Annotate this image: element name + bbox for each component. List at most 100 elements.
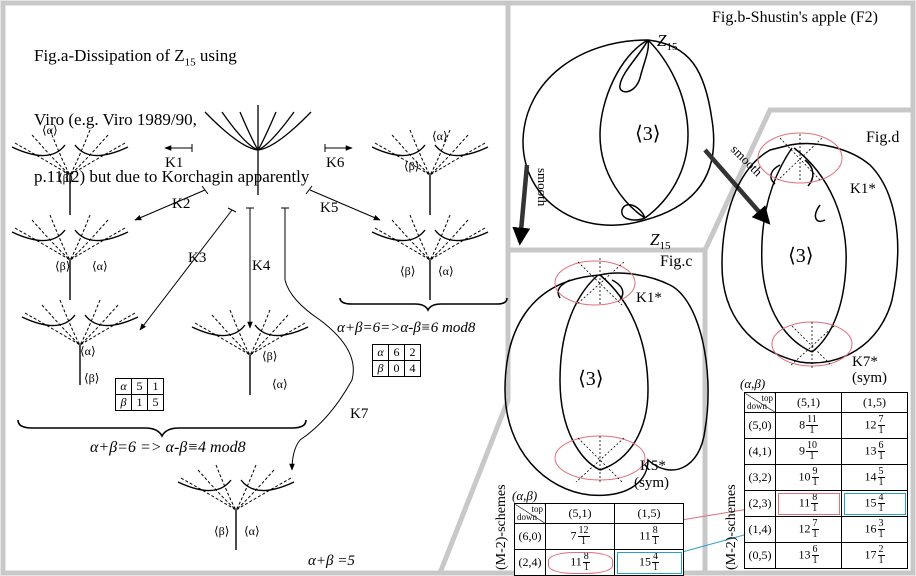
eq-right: α+β=6=>α-β≡6 mod8 [337, 320, 476, 336]
z15-bottom-label: Z15 [650, 230, 671, 252]
row-header: (6,0) [514, 523, 546, 550]
sym-d-label: (sym) [852, 370, 887, 386]
dashed-branch [249, 322, 306, 356]
dashed-branch [409, 214, 431, 261]
dashed-branch [31, 134, 71, 176]
curve-branch [371, 144, 426, 157]
dashed-branch [429, 134, 469, 176]
curve-branch [240, 479, 295, 492]
dashed-branch [31, 219, 71, 261]
oval-c-label: ⟨3⟩ [578, 368, 604, 390]
fig-b-title: Fig.b-Shustin's apple (F2) [712, 9, 878, 26]
fig-c-dashes [575, 258, 625, 484]
alpha-label: ⟨α⟩ [80, 344, 96, 358]
fig-d-dashes [777, 134, 835, 368]
schemes-c-label: (M-2)-schemes [494, 484, 509, 570]
curve-branch [11, 144, 66, 157]
z15-top-label: Z15 [657, 31, 678, 53]
dashed-branch [215, 464, 237, 511]
curve-branch [254, 324, 309, 337]
eq-bottom: α+β =5 [308, 553, 355, 569]
fig-a-subfans [11, 129, 489, 550]
col-header: (1,5) [614, 503, 684, 524]
smooth-label-right: smooth [728, 142, 766, 180]
dashed-branch [429, 214, 451, 261]
row-header: (1,4) [744, 516, 776, 543]
row-header: (3,2) [744, 464, 776, 491]
curve-branch [21, 314, 76, 327]
dashed-branch [79, 299, 101, 346]
k5star-c-label: K5* [640, 458, 666, 474]
beta-label: ⟨β⟩ [84, 371, 99, 385]
oval-b-label: ⟨3⟩ [635, 123, 661, 145]
dashed-branch [211, 314, 251, 356]
eq-left: α+β=6 => α-β≡4 mod8 [90, 439, 246, 456]
k3-label: K3 [188, 250, 206, 266]
row-header: (2,4) [514, 549, 546, 576]
dashed-branch [391, 134, 431, 176]
fig-a-braces [17, 297, 508, 438]
dashed-branch [69, 129, 91, 176]
dashed-branch [180, 477, 237, 511]
curve-branch [434, 229, 489, 242]
ab-d-label: (α,β) [740, 376, 765, 391]
beta-label: ⟨β⟩ [214, 524, 229, 538]
dashed-branch [24, 312, 81, 346]
smooth-label-left: smooth [535, 168, 550, 207]
curve-branch [434, 144, 489, 157]
dashed-branch [69, 214, 91, 261]
dashed-branch [49, 214, 71, 261]
dashed-branch [14, 227, 71, 261]
dashed-branch [69, 219, 109, 261]
alpha-label: ⟨α⟩ [42, 123, 58, 137]
dashed-branch [429, 129, 451, 176]
dashed-branch [229, 309, 251, 356]
dashed-branch [429, 219, 469, 261]
k2-label: K2 [172, 196, 190, 212]
alpha-label: ⟨α⟩ [92, 259, 108, 273]
dashed-branch [409, 129, 431, 176]
dashed-branch [429, 227, 486, 261]
dashed-branch [249, 309, 271, 356]
beta-label: ⟨β⟩ [262, 349, 277, 363]
sym-c-label: (sym) [634, 475, 669, 491]
curve-branch [74, 229, 129, 242]
row-header: (0,5) [744, 542, 776, 569]
dashed-branch [49, 129, 71, 176]
dashed-branch [79, 304, 119, 346]
beta-label: ⟨β⟩ [400, 264, 415, 278]
k6-label: K6 [326, 155, 345, 171]
curve-branch [177, 479, 232, 492]
dashed-branch [194, 322, 251, 356]
dashed-branch [69, 134, 109, 176]
alpha-label: ⟨α⟩ [438, 264, 454, 278]
dashed-branch [249, 314, 289, 356]
fig-c-curve [504, 272, 709, 497]
curve-branch [84, 314, 139, 327]
